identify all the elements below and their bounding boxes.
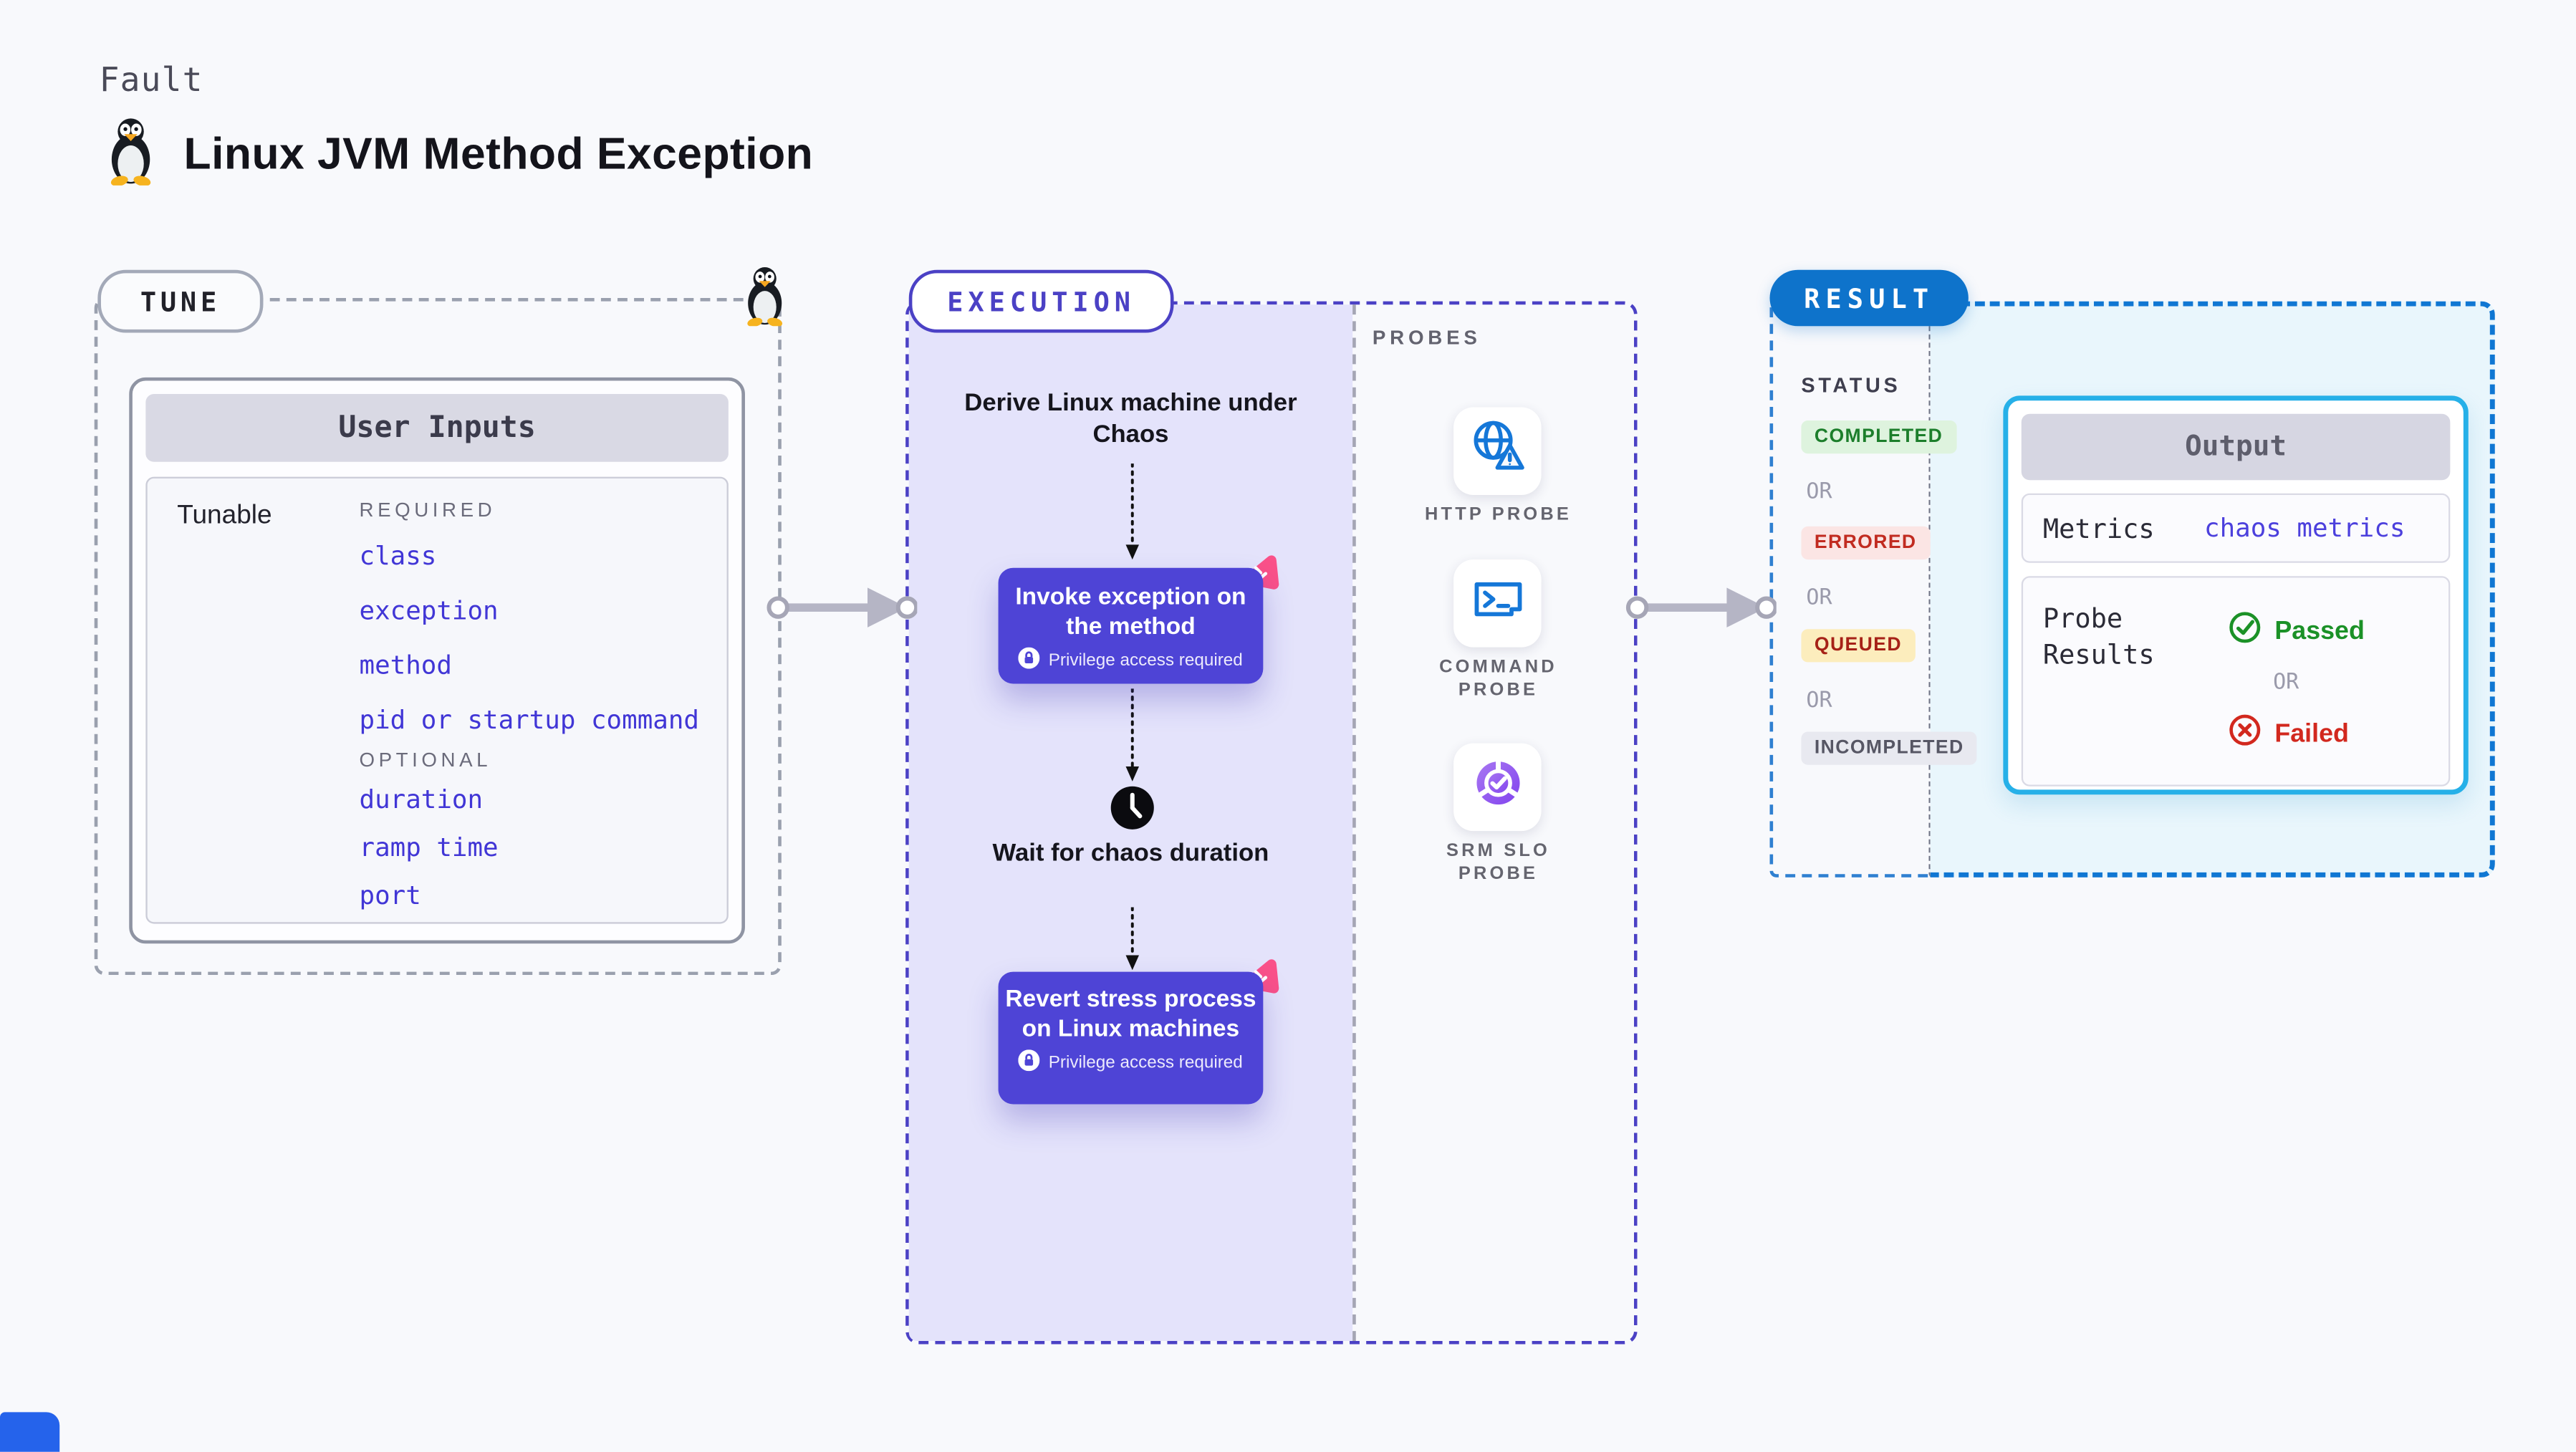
- tune-pill: TUNE: [97, 269, 264, 333]
- fault-kicker: Fault: [99, 59, 203, 100]
- metrics-row: Metrics chaos metrics: [2021, 493, 2451, 563]
- privilege-badge-label: Privilege access required: [1048, 650, 1243, 670]
- required-group-label: REQUIRED: [359, 498, 496, 521]
- flow-arrow-down-icon: [1123, 687, 1143, 789]
- tunable-item: pid or startup command: [359, 705, 699, 736]
- or-separator: OR: [1806, 480, 1832, 505]
- tune-to-execution-arrow-icon: [765, 582, 919, 640]
- result-pill: RESULT: [1769, 269, 1969, 327]
- terminal-icon: [1468, 569, 1527, 638]
- step-label: Invoke exception on the method: [1015, 584, 1246, 641]
- command-probe-card[interactable]: [1453, 559, 1542, 648]
- or-separator: OR: [2273, 670, 2299, 696]
- srm-slo-probe-card[interactable]: [1453, 743, 1542, 832]
- flow-step-wait: Wait for chaos duration: [992, 839, 1269, 867]
- revert-stress-step-button[interactable]: Revert stress process on Linux machines …: [998, 971, 1264, 1105]
- command-probe-label: COMMAND PROBE: [1439, 657, 1557, 701]
- user-inputs-title: User Inputs: [145, 394, 729, 462]
- srm-slo-probe-label: SRM SLO PROBE: [1446, 841, 1550, 885]
- x-circle-icon: [2229, 713, 2262, 755]
- result-status-box: STATUS COMPLETED OR ERRORED OR QUEUED OR…: [1769, 301, 1978, 878]
- probes-label: PROBES: [1372, 326, 1481, 350]
- page-title-row: Linux JVM Method Exception: [102, 116, 813, 194]
- tunable-item: duration: [359, 784, 484, 815]
- tunable-row-label: Tunable: [177, 501, 272, 530]
- tune-section-box: [94, 297, 782, 976]
- flow-arrow-down-icon: [1123, 462, 1143, 568]
- tunable-item: ramp time: [359, 832, 499, 863]
- status-label: STATUS: [1801, 374, 1901, 398]
- output-title: Output: [2021, 413, 2451, 481]
- execution-flow: Derive Linux machine under Chaos Invoke: [909, 304, 1352, 1341]
- probe-results-label: Probe Results: [2042, 602, 2155, 670]
- http-probe-card[interactable]: [1453, 407, 1542, 496]
- failed-label: Failed: [2274, 719, 2349, 748]
- tunable-item: exception: [359, 595, 499, 626]
- check-circle-icon: [2229, 611, 2262, 653]
- flow-arrow-down-icon: [1123, 905, 1143, 978]
- or-separator: OR: [1806, 586, 1832, 611]
- passed-label: Passed: [2274, 616, 2365, 645]
- execution-to-result-arrow-icon: [1624, 582, 1778, 640]
- slo-pie-check-icon: [1468, 754, 1527, 822]
- page-title: Linux JVM Method Exception: [183, 129, 814, 179]
- or-separator: OR: [1806, 688, 1832, 714]
- globe-alert-icon: [1468, 417, 1527, 485]
- probes-zone: PROBES HTTP PROBE: [1352, 304, 1634, 1341]
- step-label: Revert stress process on Linux machines: [1005, 986, 1256, 1043]
- privilege-badge-label: Privilege access required: [1048, 1052, 1243, 1073]
- metrics-label: Metrics: [2042, 512, 2155, 544]
- status-badge-errored: ERRORED: [1801, 526, 1931, 560]
- tunable-item: method: [359, 650, 452, 681]
- linux-tux-icon: [740, 265, 789, 335]
- flow-step-derive: Derive Linux machine under Chaos: [964, 389, 1297, 449]
- optional-group-label: OPTIONAL: [359, 748, 492, 771]
- probe-results-row: Probe Results Passed OR: [2021, 576, 2451, 787]
- clock-icon: [1109, 784, 1155, 839]
- status-badge-completed: COMPLETED: [1801, 420, 1956, 454]
- metrics-value: chaos metrics: [2204, 513, 2406, 544]
- invoke-exception-step-button[interactable]: Invoke exception on the method Privilege…: [998, 567, 1264, 684]
- http-probe-label: HTTP PROBE: [1424, 504, 1572, 525]
- tunable-table: Tunable REQUIRED class exception method …: [145, 476, 729, 924]
- execution-pill: EXECUTION: [908, 269, 1174, 333]
- bottom-left-widget[interactable]: [0, 1412, 60, 1452]
- tunable-item: class: [359, 541, 437, 572]
- linux-tux-icon: [102, 116, 159, 194]
- tunable-list: REQUIRED class exception method pid or s…: [359, 499, 740, 929]
- lock-icon: [1019, 1049, 1041, 1076]
- lock-icon: [1019, 647, 1041, 674]
- user-inputs-card: User Inputs Tunable REQUIRED class excep…: [129, 377, 745, 944]
- status-badge-queued: QUEUED: [1801, 629, 1916, 663]
- execution-section-box: PROBES HTTP PROBE: [905, 301, 1638, 1345]
- tunable-item: port: [359, 880, 421, 911]
- status-badge-incompleted: INCOMPLETED: [1801, 731, 1978, 765]
- output-card: Output Metrics chaos metrics Probe Resul…: [2003, 395, 2469, 795]
